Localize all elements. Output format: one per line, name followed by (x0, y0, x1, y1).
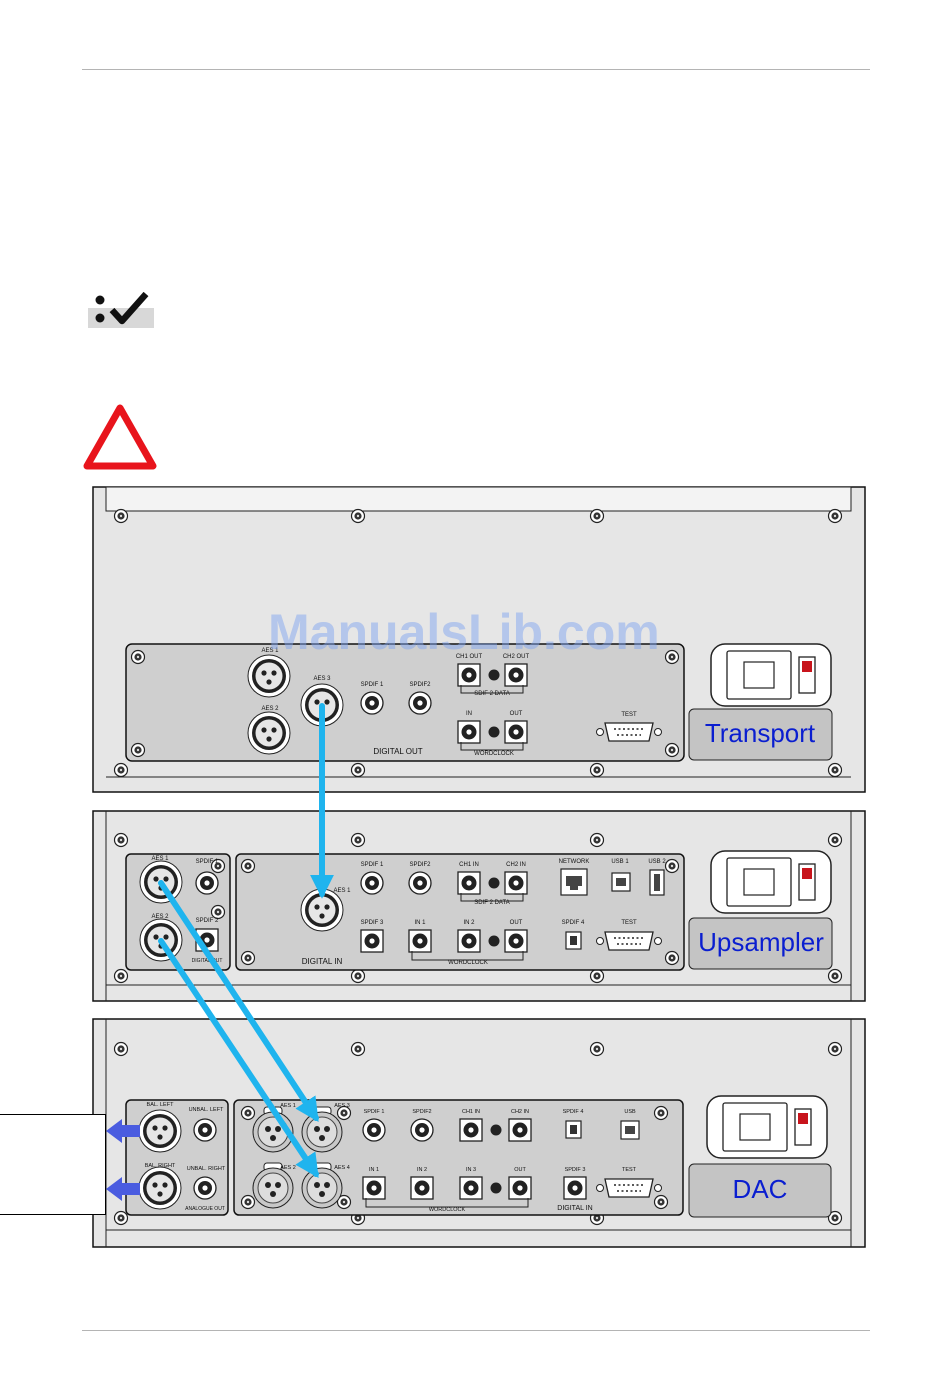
connection-diagram: AES 1 AES 2 AES 3 SPDIF 1 SPDIF2 CH1 OUT… (92, 486, 866, 1248)
upsampler-usb2-label: USB 2 (648, 859, 666, 865)
upsampler-ch2in-label: CH2 IN (506, 862, 526, 868)
transport-ch2out-label: CH2 OUT (503, 654, 530, 660)
usb-b-port-icon (611, 872, 631, 892)
dac-spdif3-label: SPDIF 3 (565, 1167, 586, 1173)
dac-spdif2-label: SPDIF2 (412, 1109, 431, 1115)
dac-unit: BAL. LEFT UNBAL. LEFT BAL. RIGHT UNBAL. … (92, 1018, 866, 1248)
transport-spdif1-label: SPDIF 1 (361, 682, 384, 688)
usb-a-port-icon (649, 869, 665, 896)
analogue-out-arrows (106, 1119, 140, 1201)
transport-test-label: TEST (621, 712, 637, 718)
cable-aes2-to-dac (158, 938, 319, 1178)
dac-optical-port-icon (565, 1120, 582, 1139)
footer-rule (82, 1330, 870, 1331)
upsampler-aes1-label: AES 1 (151, 856, 169, 862)
dac-out-label: OUT (514, 1167, 526, 1173)
transport-sdif-label: SDIF 2 DATA (474, 691, 509, 697)
dac-aes2-label: AES 2 (280, 1165, 296, 1171)
upsampler-wordclock-label: WORDCLOCK (448, 960, 488, 966)
warning-triangle-icon (83, 404, 157, 470)
upsampler-in1-label: IN 1 (414, 920, 426, 926)
upsampler-spdif2-label: SPDIF 2 (196, 918, 219, 924)
dac-ch2in-label: CH2 IN (511, 1109, 529, 1115)
upsampler-unit: AES 1 AES 2 SPDIF 1 SPDIF 2 DIGITAL OUT … (92, 810, 866, 1002)
dac-ch1in-label: CH1 IN (462, 1109, 480, 1115)
upsampler-spdif2b-label: SPDIF2 (409, 862, 431, 868)
transport-wordclock-label: WORDCLOCK (474, 751, 514, 757)
dac-analogue-out-label: ANALOGUE OUT (185, 1206, 225, 1212)
checkmark-note-icon (88, 292, 154, 328)
dac-in3-label: IN 3 (466, 1167, 476, 1173)
dac-aes1-label: AES 1 (280, 1103, 296, 1109)
upsampler-aes-in-label: AES 1 (333, 888, 351, 894)
dac-spdif1-label: SPDIF 1 (364, 1109, 385, 1115)
upsampler-usb1-label: USB 1 (611, 859, 629, 865)
dac-in1-label: IN 1 (369, 1167, 379, 1173)
transport-aes3-label: AES 3 (313, 676, 331, 682)
dac-bal-left-label: BAL. LEFT (147, 1102, 175, 1108)
transport-label: Transport (705, 718, 816, 748)
transport-aes2-label: AES 2 (261, 706, 279, 712)
right-out-arrow-icon (106, 1177, 140, 1201)
upsampler-spdif1b-label: SPDIF 1 (361, 862, 384, 868)
upsampler-aes2-label: AES 2 (151, 914, 169, 920)
watermark-text: ManualsLib.com (268, 604, 660, 660)
upsampler-spdif1-label: SPDIF 1 (196, 859, 219, 865)
dac-label: DAC (733, 1174, 788, 1204)
dac-spdif4-label: SPDIF 4 (563, 1109, 584, 1115)
dac-aes3-label: AES 3 (334, 1103, 350, 1109)
dac-digital-in-label: DIGITAL IN (557, 1205, 592, 1212)
upsampler-digital-in-label: DIGITAL IN (302, 957, 343, 966)
upsampler-spdif4-label: SPDIF 4 (562, 920, 585, 926)
analogue-out-destination-box (0, 1114, 106, 1215)
upsampler-in2-label: IN 2 (463, 920, 475, 926)
upsampler-spdif3-label: SPDIF 3 (361, 920, 384, 926)
optical-port-icon (565, 931, 582, 950)
dac-aes4-label: AES 4 (334, 1165, 350, 1171)
upsampler-out-label: OUT (510, 920, 523, 926)
cable-arrows (158, 703, 334, 1178)
dac-usb-port-icon (620, 1120, 640, 1140)
dac-wordclock-label: WORDCLOCK (429, 1207, 466, 1213)
transport-unit: AES 1 AES 2 AES 3 SPDIF 1 SPDIF2 CH1 OUT… (92, 486, 866, 793)
network-port-icon (560, 868, 588, 896)
upsampler-ch1in-label: CH1 IN (459, 862, 479, 868)
dac-usb-label: USB (624, 1109, 636, 1115)
dac-unbal-left-label: UNBAL. LEFT (189, 1107, 224, 1113)
transport-digital-out-label: DIGITAL OUT (373, 747, 422, 756)
dac-bal-right-label: BAL. RIGHT (145, 1163, 176, 1169)
cable-aes1-to-dac (158, 880, 319, 1123)
upsampler-digital-out-label: DIGITAL OUT (192, 958, 223, 964)
upsampler-network-label: NETWORK (559, 859, 590, 865)
transport-ch1out-label: CH1 OUT (456, 654, 483, 660)
transport-out-label: OUT (510, 711, 523, 717)
upsampler-test-label: TEST (621, 920, 637, 926)
dac-in2-label: IN 2 (417, 1167, 427, 1173)
upsampler-sdif-label: SDIF 2 DATA (474, 900, 509, 906)
transport-in-label: IN (466, 711, 472, 717)
upsampler-label: Upsampler (698, 927, 824, 957)
dac-unbal-right-label: UNBAL. RIGHT (187, 1166, 226, 1172)
dac-test-label: TEST (622, 1167, 637, 1173)
transport-aes1-label: AES 1 (261, 648, 279, 654)
header-rule (82, 69, 870, 70)
left-out-arrow-icon (106, 1119, 140, 1143)
transport-spdif2-label: SPDIF2 (409, 682, 431, 688)
